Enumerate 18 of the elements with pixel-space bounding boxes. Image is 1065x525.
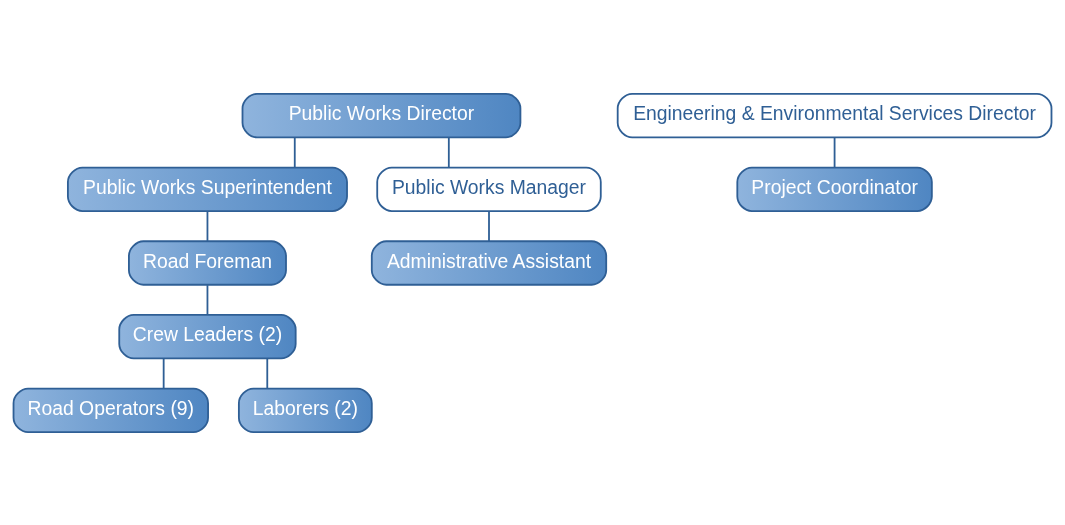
connector (162, 357, 165, 389)
node-box: Administrative Assistant (370, 239, 608, 286)
connector (266, 357, 269, 389)
node-box: Crew Leaders (2) (118, 313, 297, 359)
node-box: Engineering & Environmental Services Director (616, 92, 1053, 138)
connector (206, 283, 209, 315)
connector (488, 210, 490, 242)
node-box: Road Operators (9) (12, 387, 209, 433)
connector (447, 136, 450, 168)
node-box: Laborers (2) (237, 387, 373, 433)
node-box: Public Works Director (241, 92, 522, 138)
connector (206, 210, 209, 242)
node-box: Public Works Superintendent (67, 166, 348, 212)
node-box: Public Works Manager (376, 166, 602, 212)
node-box: Road Foreman (128, 239, 287, 286)
connector (833, 136, 836, 168)
connector (293, 136, 296, 168)
node-box: Project Coordinator (736, 166, 933, 212)
